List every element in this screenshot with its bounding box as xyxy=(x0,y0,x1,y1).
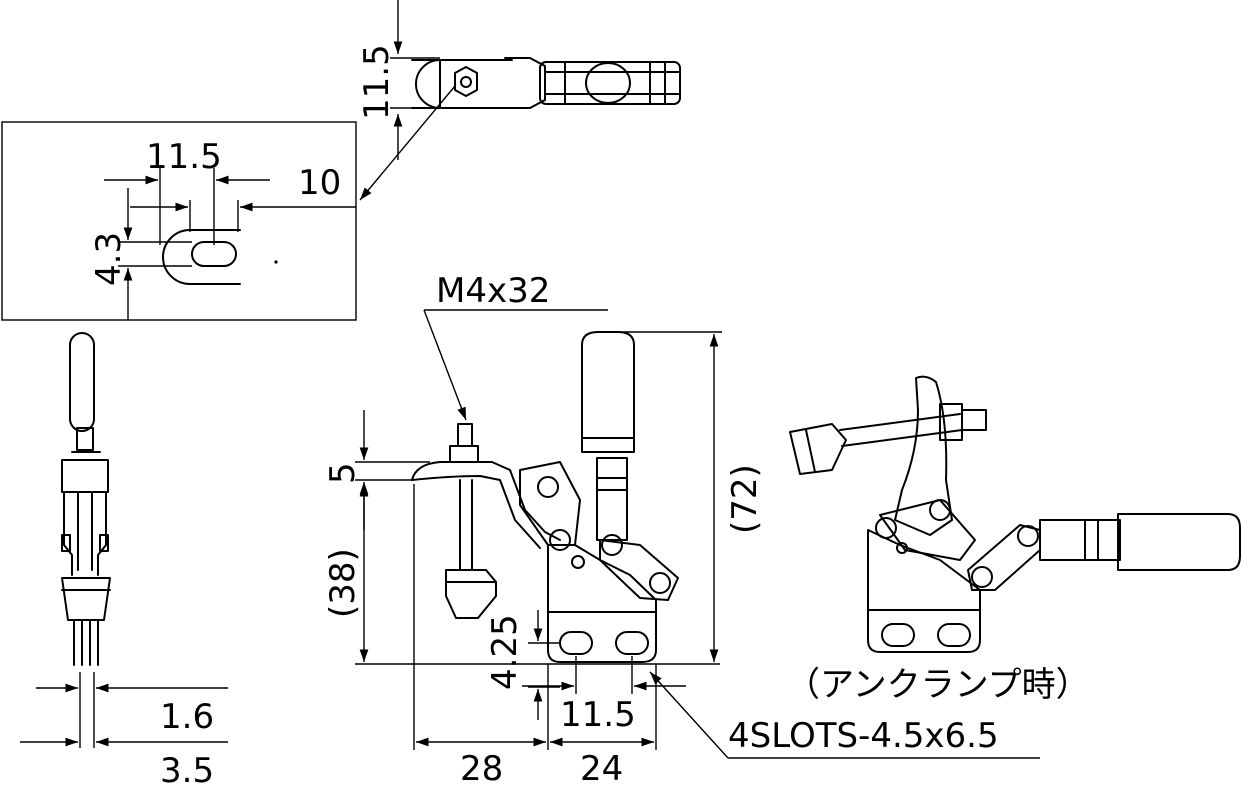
slot-width-label: 11.5 xyxy=(146,137,222,177)
slot-offset-label: 10 xyxy=(298,163,341,203)
slot-height-label: 4.25 xyxy=(485,614,525,690)
spindle-offset-label: 5 xyxy=(323,462,363,484)
unclamp-caption: （アンクランプ時） xyxy=(786,665,1090,705)
bolt-spec-label: M4x32 xyxy=(436,271,550,311)
top-view-height-label: 11.5 xyxy=(357,44,397,120)
front-view: M4x32 5 (38) (72) 4.25 11.5 4SLOTS-4.5x6… xyxy=(323,271,1040,789)
side-dim-b-label: 3.5 xyxy=(160,751,214,791)
side-view: 1.6 3.5 xyxy=(20,332,228,791)
base-right-label: 24 xyxy=(580,749,623,789)
base-left-label: 28 xyxy=(460,749,503,789)
slot-pitch-label: 11.5 xyxy=(560,695,636,735)
slot-spec-label: 4SLOTS-4.5x6.5 xyxy=(728,716,999,756)
overall-height-label: (72) xyxy=(725,464,765,534)
top-view: 11.5 xyxy=(357,0,681,201)
slot-detail-box: 11.5 10 4.3 xyxy=(1,121,357,321)
unclamped-view: （アンクランプ時） xyxy=(786,375,1241,705)
clamp-height-label: (38) xyxy=(323,548,363,618)
side-dim-a-label: 1.6 xyxy=(160,697,214,737)
slot-length-label: 4.3 xyxy=(89,232,129,286)
